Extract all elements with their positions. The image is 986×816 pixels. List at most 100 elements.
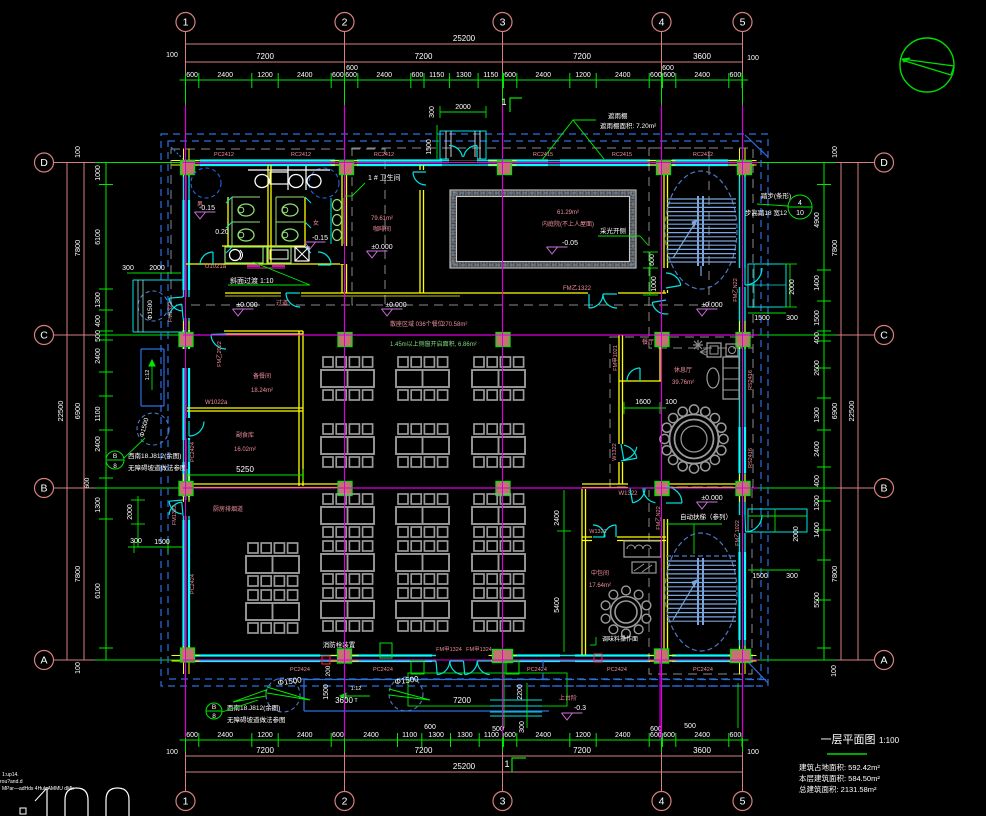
svg-text:600: 600: [730, 732, 742, 739]
svg-text:100: 100: [832, 146, 839, 158]
svg-text:1300: 1300: [95, 497, 102, 513]
svg-text:100: 100: [665, 399, 677, 406]
svg-text:RC2412: RC2412: [374, 152, 394, 158]
svg-text:遮雨棚: 遮雨棚: [608, 111, 628, 120]
svg-text:总建筑面积: 2131.58m²: 总建筑面积: 2131.58m²: [799, 784, 877, 794]
svg-text:2400: 2400: [217, 72, 233, 79]
svg-text:RS2416: RS2416: [748, 448, 754, 468]
svg-text:rou?and.d: rou?and.d: [0, 779, 23, 785]
svg-text:6900: 6900: [830, 403, 839, 420]
svg-text:西南18.J812(余图): 西南18.J812(余图): [227, 703, 280, 712]
svg-text:B: B: [212, 704, 216, 711]
svg-text:7800: 7800: [830, 240, 839, 257]
svg-text:600: 600: [186, 72, 198, 79]
svg-text:±0.000: ±0.000: [371, 244, 392, 251]
svg-text:1:up14.: 1:up14.: [2, 772, 19, 778]
svg-text:600: 600: [504, 72, 516, 79]
svg-text:7200: 7200: [573, 52, 591, 61]
svg-text:1: 1: [183, 17, 189, 29]
svg-text:遮雨棚面积: 7.20m²: 遮雨棚面积: 7.20m²: [600, 121, 657, 130]
svg-text:7200: 7200: [453, 696, 471, 705]
svg-text:8: 8: [212, 713, 216, 720]
svg-text:2400: 2400: [694, 732, 710, 739]
svg-text:100: 100: [75, 662, 82, 674]
svg-text:A: A: [40, 655, 47, 667]
svg-text:39.76m²: 39.76m²: [672, 380, 694, 386]
svg-text:600: 600: [84, 477, 91, 488]
svg-text:600: 600: [346, 65, 358, 72]
svg-text:22500: 22500: [56, 401, 65, 422]
svg-text:1.45m以上侧窗开启面积, 6.86m²: 1.45m以上侧窗开启面积, 6.86m²: [390, 340, 477, 348]
svg-text:600: 600: [650, 726, 662, 733]
svg-text:2400: 2400: [363, 732, 379, 739]
svg-text:7200: 7200: [415, 52, 433, 61]
svg-text:7800: 7800: [73, 240, 82, 257]
svg-text:1400: 1400: [814, 275, 821, 291]
svg-text:PC2412: PC2412: [214, 152, 234, 158]
svg-text:1:100: 1:100: [879, 736, 900, 745]
svg-text:5400: 5400: [554, 597, 561, 613]
svg-text:消防栓装置: 消防栓装置: [323, 640, 356, 649]
svg-text:备餐间: 备餐间: [253, 372, 271, 380]
svg-text:1400: 1400: [814, 522, 821, 538]
svg-text:±0.000: ±0.000: [385, 302, 406, 309]
svg-text:300: 300: [130, 538, 142, 545]
svg-text:7800: 7800: [73, 566, 82, 583]
svg-text:FM1322: FM1322: [168, 302, 174, 322]
svg-text:餐厅: 餐厅: [642, 338, 654, 346]
svg-text:-0.15: -0.15: [312, 235, 328, 242]
svg-text:5500: 5500: [814, 592, 821, 608]
svg-text:100: 100: [75, 146, 82, 158]
svg-text:1 # 卫生间: 1 # 卫生间: [368, 173, 401, 182]
svg-text:3600: 3600: [693, 52, 711, 61]
svg-text:副食库: 副食库: [236, 431, 254, 439]
svg-text:2400: 2400: [694, 72, 710, 79]
svg-text:1500: 1500: [426, 139, 433, 155]
svg-text:1150: 1150: [483, 72, 498, 79]
svg-text:600: 600: [650, 732, 662, 739]
svg-text:500: 500: [492, 726, 504, 733]
svg-text:6100: 6100: [95, 583, 102, 599]
svg-text:10: 10: [796, 210, 804, 217]
svg-text:200: 200: [325, 665, 332, 676]
svg-text:1500: 1500: [752, 573, 768, 580]
svg-text:1150: 1150: [429, 72, 444, 79]
svg-text:内庭院(不上人屋面): 内庭院(不上人屋面): [542, 220, 594, 228]
svg-text:自动扶梯（参列）: 自动扶梯（参列）: [680, 512, 732, 521]
svg-text:1200: 1200: [575, 72, 591, 79]
svg-text:300: 300: [786, 315, 798, 322]
svg-text:1600: 1600: [635, 399, 651, 406]
svg-text:100: 100: [166, 749, 178, 756]
svg-text:1100: 1100: [484, 732, 499, 739]
svg-text:600: 600: [424, 724, 436, 731]
svg-text:2000: 2000: [455, 104, 471, 111]
svg-text:RS2416: RS2416: [748, 370, 754, 390]
svg-text:7200: 7200: [573, 746, 591, 755]
svg-text:600: 600: [332, 72, 344, 79]
svg-text:无障碍坡道做法参图: 无障碍坡道做法参图: [128, 463, 187, 472]
svg-text:22500: 22500: [847, 401, 856, 422]
svg-text:600: 600: [412, 72, 424, 79]
svg-text:1200: 1200: [257, 72, 273, 79]
svg-text:PC2424: PC2424: [190, 442, 196, 462]
svg-text:女: 女: [313, 219, 319, 227]
svg-text:4: 4: [659, 17, 665, 29]
svg-text:2600: 2600: [814, 360, 821, 376]
svg-text:1300: 1300: [457, 732, 473, 739]
svg-text:1100: 1100: [95, 406, 102, 421]
svg-text:休息厅: 休息厅: [674, 366, 692, 374]
svg-text:2400: 2400: [95, 436, 102, 452]
svg-text:16.02m²: 16.02m²: [234, 447, 256, 453]
svg-text:2200: 2200: [517, 684, 524, 700]
svg-text:1200: 1200: [257, 732, 273, 739]
svg-text:5: 5: [740, 17, 746, 29]
svg-text:4900: 4900: [814, 212, 821, 228]
svg-text:7800: 7800: [830, 566, 839, 583]
svg-text:18.24m²: 18.24m²: [251, 388, 273, 394]
svg-text:2400: 2400: [297, 732, 313, 739]
svg-text:PC2424: PC2424: [607, 667, 627, 673]
svg-text:1: 1: [183, 796, 189, 808]
svg-text:PC2424: PC2424: [290, 667, 310, 673]
svg-text:3600: 3600: [693, 746, 711, 755]
svg-text:7200: 7200: [256, 746, 274, 755]
